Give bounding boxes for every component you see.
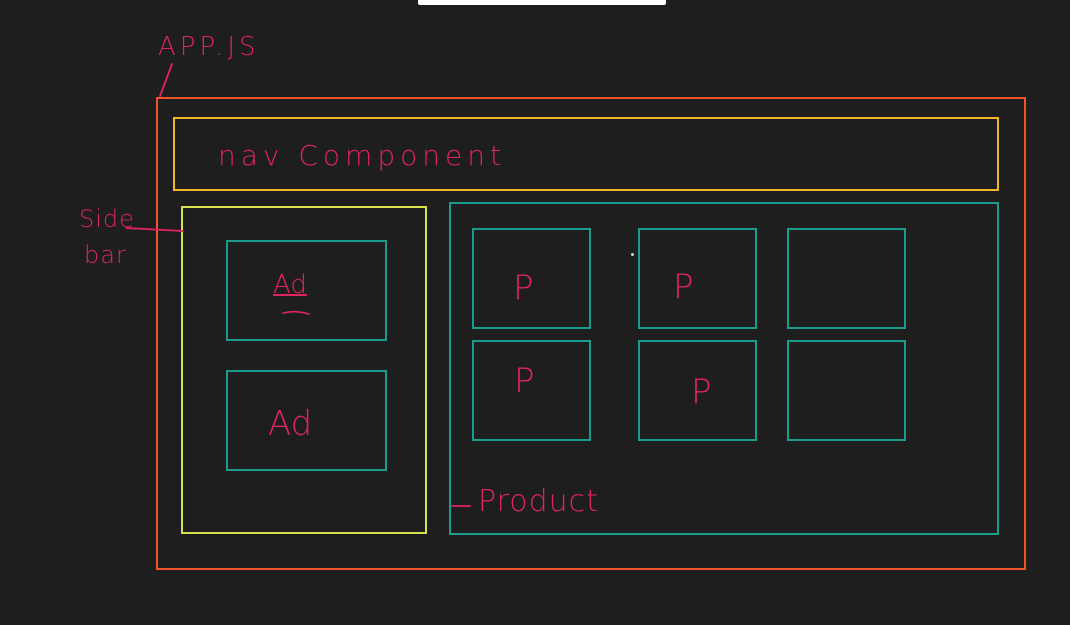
product-label: Product (478, 484, 599, 519)
product-card (787, 228, 906, 329)
product-card-label: P (673, 267, 694, 307)
ad-label: Ad (273, 270, 307, 300)
product-container-box (449, 202, 999, 535)
sidebar-box (181, 206, 427, 534)
product-card (472, 340, 591, 441)
ad-label: Ad (268, 404, 313, 444)
app-js-box (156, 97, 1026, 570)
product-card-label: P (513, 268, 534, 308)
product-card (472, 228, 591, 329)
product-card (787, 340, 906, 441)
product-card-label: P (691, 372, 712, 412)
product-card (638, 228, 757, 329)
sidebar-label-line1: Side (79, 205, 135, 233)
app-js-pointer-line (159, 63, 173, 97)
cursor-dot (631, 253, 634, 256)
sidebar-label-line2: bar (84, 241, 127, 269)
ad-box (226, 370, 387, 471)
nav-component-label: nav Component (218, 139, 506, 172)
nav-component-box (173, 117, 999, 191)
top-bar (418, 0, 666, 5)
product-card (638, 340, 757, 441)
app-js-label: APP.JS (158, 32, 260, 62)
product-card-label: P (514, 361, 535, 401)
ad-box (226, 240, 387, 341)
